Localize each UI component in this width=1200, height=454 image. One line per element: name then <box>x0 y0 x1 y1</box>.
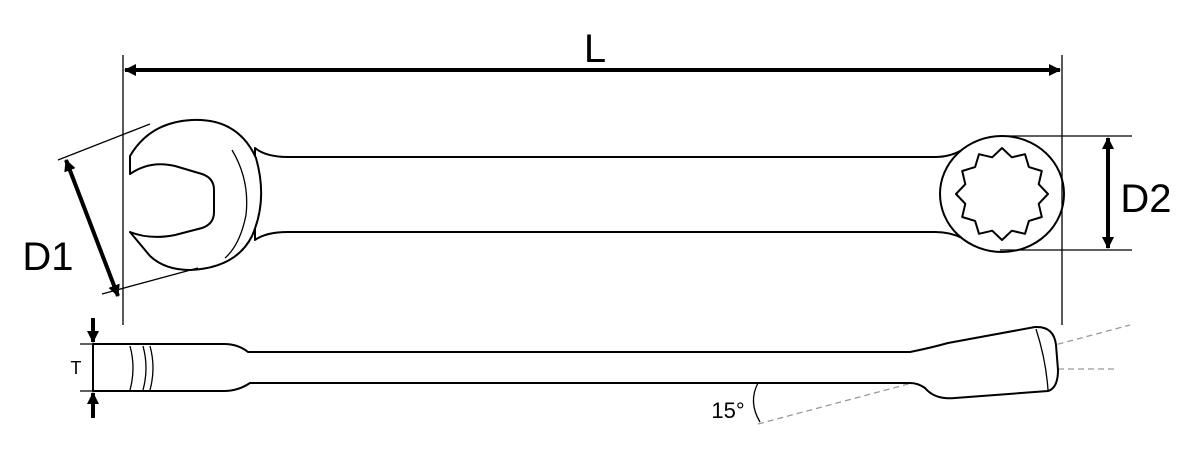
length-label: L <box>584 27 606 71</box>
wrench-top-view <box>129 118 1065 271</box>
open-end-side-curve-1 <box>129 345 134 391</box>
twelve-point-ring <box>955 147 1049 241</box>
wrench-side-view: T 15° <box>71 318 1131 425</box>
open-end-side-curve-3 <box>149 345 154 391</box>
open-end-inner-contour <box>224 149 248 259</box>
open-end-size-label: D1 <box>22 235 73 279</box>
offset-angle-dimension: 15° <box>711 382 761 423</box>
open-end-dimension: D1 <box>22 123 199 297</box>
open-end-side-curve-2 <box>142 345 147 391</box>
ring-end-size-label: D2 <box>1120 177 1171 221</box>
thickness-dimension: T <box>71 318 100 418</box>
side-profile <box>92 325 1059 400</box>
wrench-handle <box>254 147 963 241</box>
ring-end-side-curve <box>1035 328 1049 391</box>
open-end-head <box>129 118 263 271</box>
thickness-label: T <box>71 358 82 378</box>
offset-angle-label: 15° <box>711 398 744 423</box>
length-dimension: L <box>122 27 1063 325</box>
ring-end-dimension: D2 <box>1000 135 1172 251</box>
